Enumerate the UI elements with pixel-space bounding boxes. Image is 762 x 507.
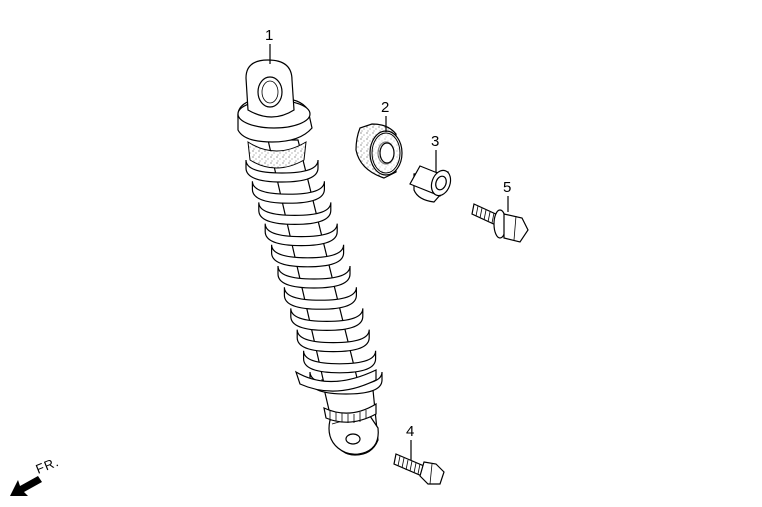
spring-coil — [296, 329, 370, 353]
collar-part — [409, 165, 452, 203]
front-direction-label: FR. — [34, 454, 62, 477]
front-direction-indicator: FR. — [10, 454, 61, 496]
callout-5: 5 — [503, 179, 511, 196]
spring-coil — [258, 202, 332, 226]
spring-coil — [251, 181, 325, 204]
spring-coil — [245, 159, 319, 183]
rubber-bushing-part — [355, 123, 403, 179]
spring-coil — [303, 350, 377, 374]
hex-bolt-part — [393, 453, 445, 485]
spring-coil — [277, 265, 351, 289]
spring-coil — [271, 244, 345, 268]
callout-4: 4 — [406, 423, 414, 440]
spring-coil — [290, 308, 364, 332]
front-direction-arrow-icon — [10, 476, 42, 496]
callout-1: 1 — [265, 27, 273, 44]
spring-coil — [283, 287, 357, 310]
spring-coil — [264, 223, 338, 247]
callout-leaders — [269, 44, 509, 460]
flange-bolt-part — [471, 203, 529, 243]
callout-3: 3 — [431, 133, 439, 150]
shock-absorber-part — [237, 59, 383, 456]
callout-2: 2 — [381, 99, 389, 116]
